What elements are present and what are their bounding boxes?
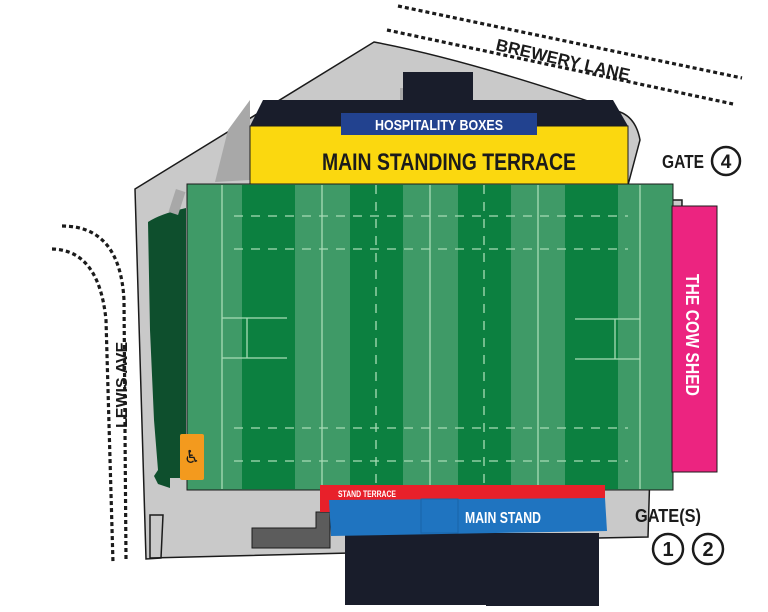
gate-4-number: 4 <box>721 152 732 173</box>
main-stand[interactable] <box>329 498 607 536</box>
lewis-ave-label: LEWIS AVE <box>114 341 131 428</box>
gate-4-label: GATE <box>662 152 704 172</box>
brewery-lane-street <box>386 4 743 106</box>
wheelchair-icon: ♿ <box>184 447 200 468</box>
stand-terrace-label: STAND TERRACE <box>338 489 396 499</box>
main-standing-terrace[interactable] <box>249 125 629 185</box>
ground-shadow <box>215 100 250 182</box>
gate-2-number: 2 <box>702 539 713 561</box>
grass-bank <box>148 208 186 488</box>
hospitality-boxes-label: HOSPITALITY BOXES <box>375 117 503 134</box>
hospitality-boxes[interactable] <box>341 113 537 135</box>
cow-shed-label: THE COW SHED <box>682 274 702 396</box>
gate-1-number: 1 <box>662 539 673 561</box>
the-cow-shed-stand[interactable] <box>671 205 718 473</box>
main-stand-roof-extension <box>486 548 599 606</box>
main-standing-terrace-label: MAIN STANDING TERRACE <box>322 149 576 176</box>
gate-4-marker[interactable]: 4 <box>710 145 742 177</box>
main-terrace-roof-tower <box>403 72 473 102</box>
accessible-area[interactable] <box>180 434 204 480</box>
main-stand-center-block <box>420 498 459 534</box>
lewis-ave-street <box>51 224 128 564</box>
gate-1-marker[interactable]: 1 <box>651 532 685 566</box>
gates-1-2-label: GATE(S) <box>635 506 701 526</box>
gate-2-marker[interactable]: 2 <box>691 532 725 566</box>
pitch <box>186 183 674 491</box>
main-stand-label: MAIN STAND <box>465 510 541 527</box>
stand-terrace[interactable] <box>320 485 605 512</box>
bank-steps <box>168 189 186 215</box>
